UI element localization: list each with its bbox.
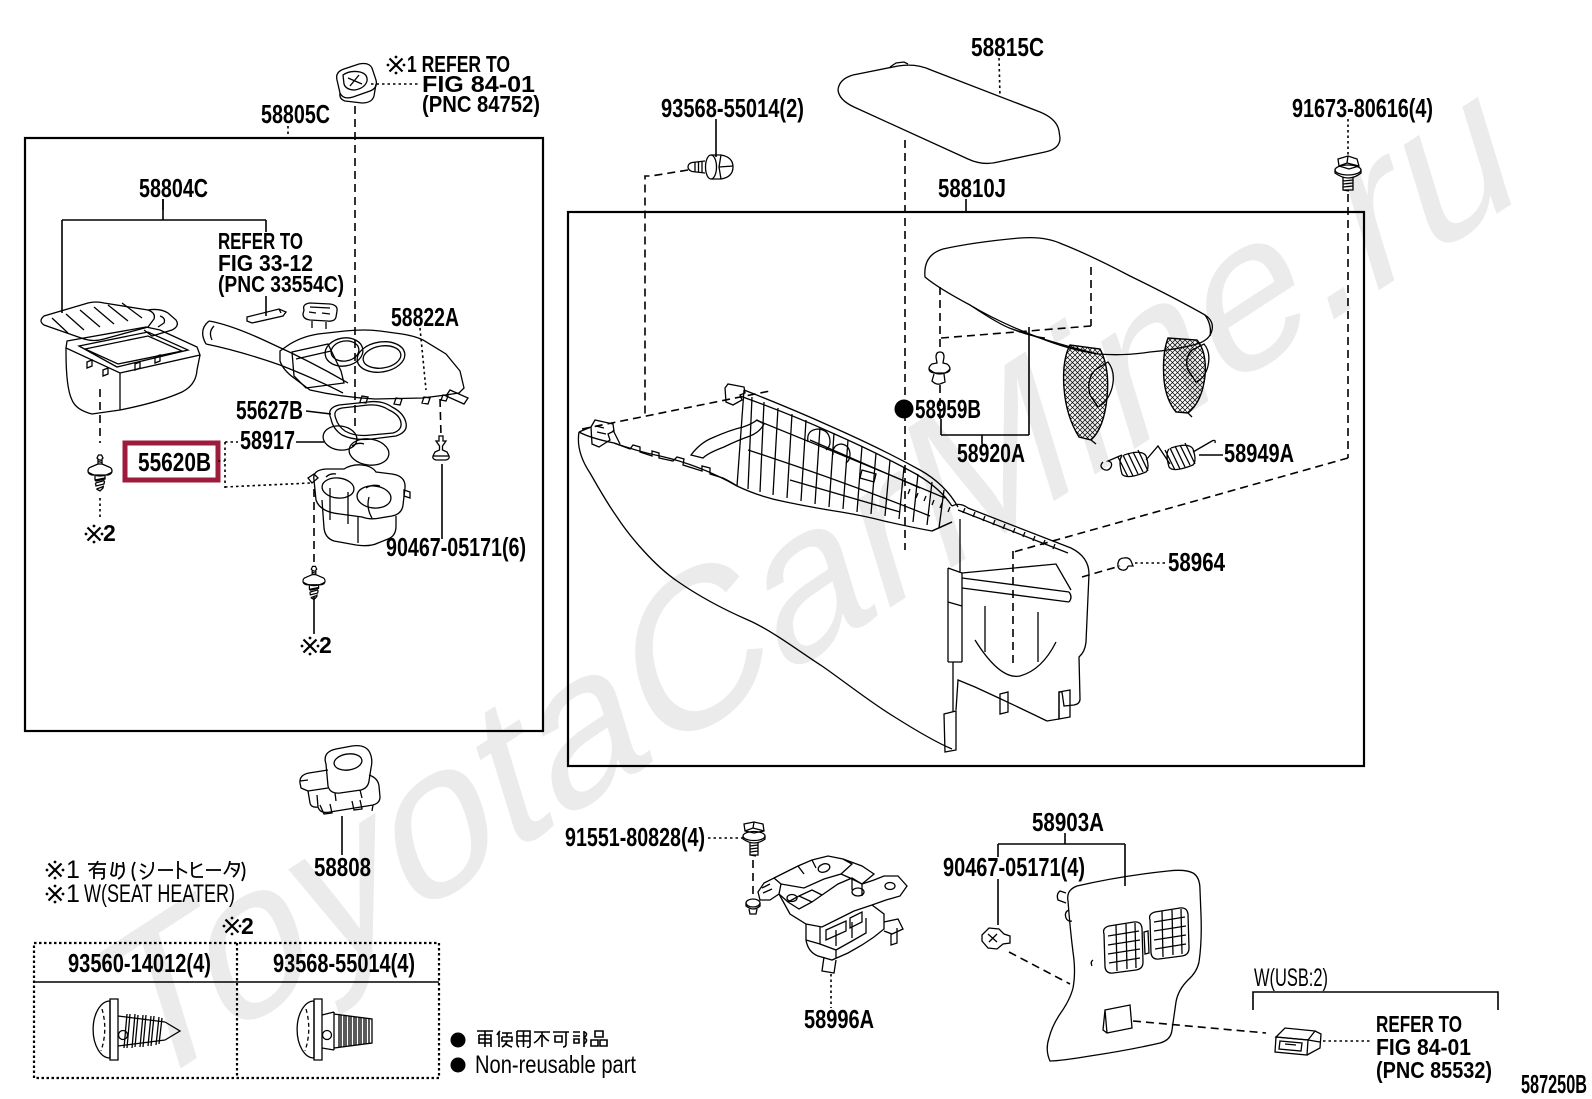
svg-text:91551-80828(4): 91551-80828(4) [565,822,705,852]
svg-text:58964: 58964 [1168,547,1225,577]
svg-text:55620B: 55620B [138,447,211,477]
svg-text:58804C: 58804C [139,173,208,203]
svg-text:(PNC 84752): (PNC 84752) [422,91,540,117]
svg-text:1 REFER TO: 1 REFER TO [407,51,510,77]
svg-text:93560-14012(4): 93560-14012(4) [68,948,211,978]
svg-text:93568-55014(4): 93568-55014(4) [273,948,415,978]
svg-text:55627B: 55627B [236,395,303,425]
svg-text:58996A: 58996A [804,1004,874,1034]
svg-text:90467-05171(4): 90467-05171(4) [943,852,1085,882]
svg-text:2: 2 [319,632,332,658]
svg-text:58810J: 58810J [938,173,1006,203]
svg-text:58949A: 58949A [1224,438,1294,468]
svg-text:2: 2 [103,520,116,546]
svg-text:587250B: 587250B [1521,1069,1587,1099]
svg-text:91673-80616(4): 91673-80616(4) [1292,93,1433,123]
svg-text:90467-05171(6): 90467-05171(6) [386,532,526,562]
svg-text:REFER TO: REFER TO [1376,1011,1462,1037]
svg-text:FIG 33-12: FIG 33-12 [218,250,313,276]
svg-text:58917: 58917 [240,425,295,455]
svg-text:58808: 58808 [314,852,371,882]
svg-text:2: 2 [241,913,254,939]
svg-text:W(USB:2): W(USB:2) [1254,964,1328,992]
svg-text:REFER TO: REFER TO [218,228,303,254]
svg-text:93568-55014(2): 93568-55014(2) [661,93,804,123]
svg-text:FIG 84-01: FIG 84-01 [1376,1034,1471,1060]
svg-text:1: 1 [66,856,80,884]
svg-text:(PNC 85532): (PNC 85532) [1376,1057,1492,1083]
svg-text:Non-reusable part: Non-reusable part [475,1051,636,1079]
svg-text:58903A: 58903A [1032,807,1104,837]
svg-text:58815C: 58815C [971,32,1044,62]
svg-text:(PNC 33554C): (PNC 33554C) [218,271,344,297]
svg-text:58822A: 58822A [391,302,459,332]
svg-text:FIG 84-01: FIG 84-01 [422,71,535,97]
svg-text:1: 1 [66,880,80,908]
svg-text:58920A: 58920A [957,438,1025,468]
svg-text:W(SEAT HEATER): W(SEAT HEATER) [84,880,235,908]
svg-text:58805C: 58805C [261,99,330,129]
svg-text:58959B: 58959B [915,394,981,424]
